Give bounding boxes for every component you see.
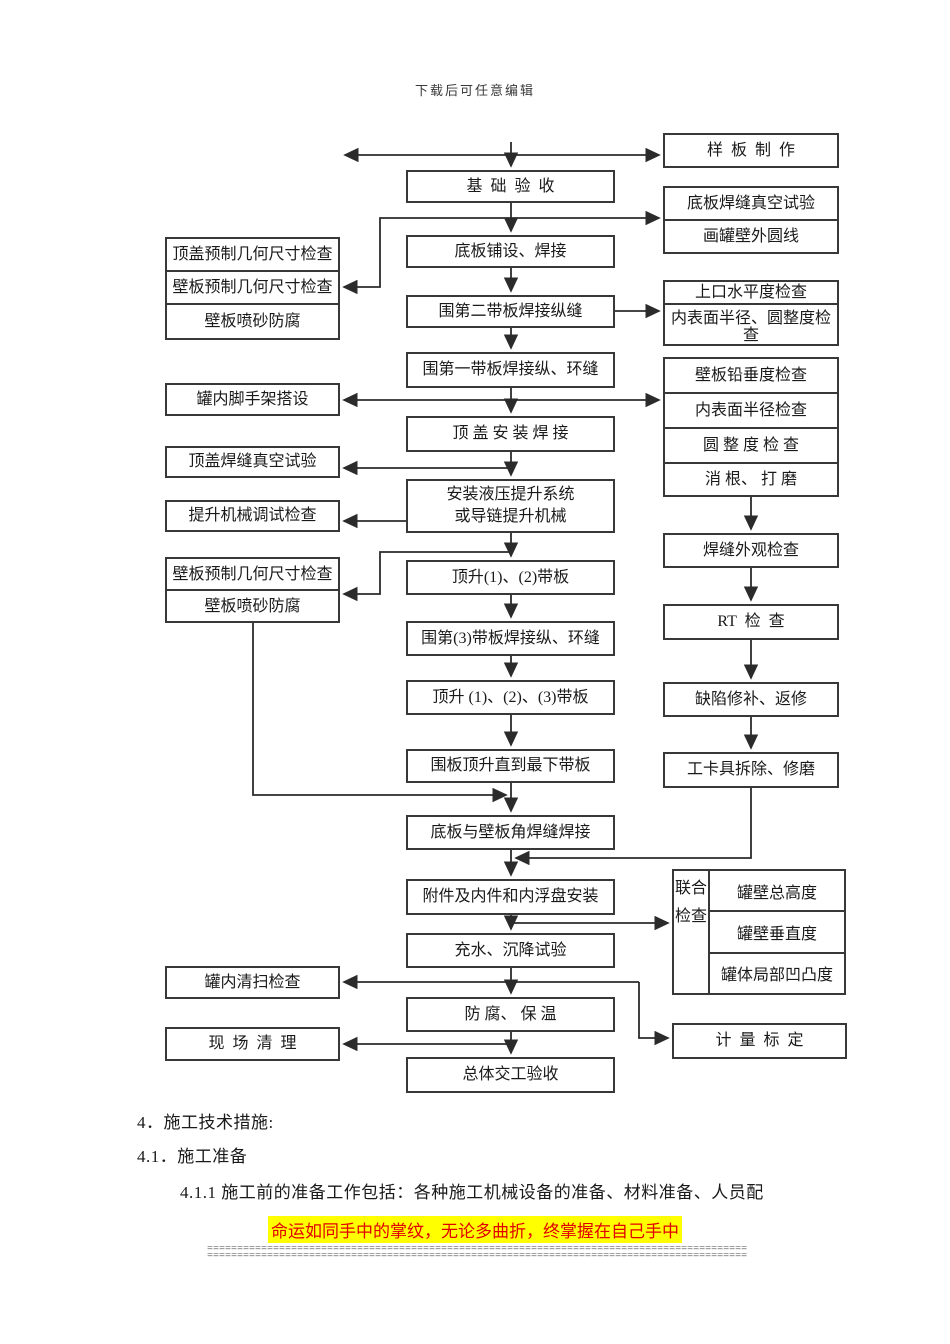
flow-node-anticorrosion-insulation: 防 腐、 保 温 <box>406 997 615 1032</box>
flow-node-weld-visual-check: 焊缝外观检查 <box>663 533 839 568</box>
footer-divider-bottom: ========================================… <box>207 1253 747 1260</box>
flow-node-foundation-acceptance: 基 础 验 收 <box>406 170 615 203</box>
flow-node-sample-plate: 样 板 制 作 <box>663 133 839 168</box>
flow-group-wall-checks: 壁板铅垂度检查 内表面半径检查 圆 整 度 检 查 消 根、 打 磨 <box>663 357 839 497</box>
flow-node-jack-to-lowest: 围板顶升直到最下带板 <box>406 749 615 783</box>
flow-node-defect-repair: 缺陷修补、返修 <box>663 682 839 717</box>
lift-system-line2: 或导链提升机械 <box>454 508 567 525</box>
flow-node-plumb-check: 壁板铅垂度检查 <box>665 359 837 394</box>
flow-group-joint-check: 联合检查 罐壁总高度 罐壁垂直度 罐体局部凹凸度 <box>672 869 846 995</box>
flow-node-bottom-plate-weld: 底板铺设、焊接 <box>406 235 615 268</box>
flow-node-jig-removal: 工卡具拆除、修磨 <box>663 752 839 788</box>
flow-node-inner-radius-roundness-check: 内表面半径、圆整度检查 <box>670 310 831 344</box>
flow-node-wall-sandblast: 壁板喷砂防腐 <box>204 313 301 330</box>
flow-node-root-gouge-grind: 消 根、 打 磨 <box>704 471 797 488</box>
flow-node-roof-vacuum-test: 顶盖焊缝真空试验 <box>165 446 340 478</box>
flow-node-draw-outer-circle: 画罐壁外圆线 <box>702 228 799 245</box>
flow-node-ring3-seams: 围第(3)带板焊接纵、环缝 <box>406 621 615 656</box>
flow-node-top-level-check: 上口水平度检查 <box>665 282 837 305</box>
flow-node-lift-system: 安装液压提升系统 或导链提升机械 <box>406 479 615 533</box>
flow-group-prefab-checks: 顶盖预制几何尺寸检查 壁板预制几何尺寸检查 壁板喷砂防腐 <box>165 237 340 340</box>
flow-node-final-acceptance: 总体交工验收 <box>406 1057 615 1093</box>
flow-group-wall-prefab2: 壁板预制几何尺寸检查 壁板喷砂防腐 <box>165 557 340 623</box>
flow-node-calibration: 计 量 标 定 <box>672 1023 847 1059</box>
flow-group-bottom-checks: 底板焊缝真空试验 画罐壁外圆线 <box>663 186 839 254</box>
flow-node-rt-check: RT 检 查 <box>663 604 839 640</box>
joint-check-label: 联合检查 <box>674 871 710 993</box>
flow-node-wall-prefab-check: 壁板预制几何尺寸检查 <box>167 272 338 305</box>
flow-node-inner-radius-check: 内表面半径检查 <box>665 394 837 429</box>
flow-node-wall-sandblast-2: 壁板喷砂防腐 <box>204 597 301 615</box>
flow-node-attachments-install: 附件及内件和内浮盘安装 <box>406 879 615 915</box>
flow-node-bottom-wall-fillet: 底板与壁板角焊缝焊接 <box>406 815 615 850</box>
flow-node-water-fill-test: 充水、沉降试验 <box>406 933 615 968</box>
flow-node-wall-prefab-check-2: 壁板预制几何尺寸检查 <box>167 559 338 591</box>
flow-node-ring2-vertical-seam: 围第二带板焊接纵缝 <box>406 295 615 328</box>
footer-divider-top: ========================================… <box>207 1246 747 1253</box>
lift-system-line1: 安装液压提升系统 <box>446 486 575 503</box>
flow-node-roundness-check: 圆 整 度 检 查 <box>665 429 837 464</box>
flow-node-tank-clean-check: 罐内清扫检查 <box>165 966 340 999</box>
flow-group-top-edge-checks: 上口水平度检查 内表面半径、圆整度检查 <box>663 280 839 346</box>
flow-node-jack-up-1-2: 顶升(1)、(2)带板 <box>406 560 615 595</box>
highlighted-motto: 命运如同手中的掌纹，无论多曲折，终掌握在自己手中 <box>268 1216 682 1243</box>
flow-node-local-bulge: 罐体局部凹凸度 <box>720 967 833 985</box>
flow-node-scaffold: 罐内脚手架搭设 <box>165 383 340 416</box>
section-heading-4: 4．施工技术措施: <box>137 1113 274 1132</box>
flow-node-wall-verticality: 罐壁垂直度 <box>710 912 844 954</box>
flow-node-roof-install-weld: 顶 盖 安 装 焊 接 <box>406 416 615 452</box>
flow-node-jack-up-1-2-3: 顶升 (1)、(2)、(3)带板 <box>406 680 615 715</box>
paragraph-4-1-1: 4.1.1 施工前的准备工作包括：各种施工机械设备的准备、材料准备、人员配 <box>180 1183 764 1202</box>
flow-node-lift-machine-check: 提升机械调试检查 <box>165 500 340 532</box>
flow-node-wall-total-height: 罐壁总高度 <box>710 871 844 913</box>
flow-node-ring1-seams: 围第一带板焊接纵、环缝 <box>406 352 615 388</box>
flow-node-roof-prefab-check: 顶盖预制几何尺寸检查 <box>167 239 338 272</box>
flow-node-site-cleanup: 现 场 清 理 <box>165 1027 340 1061</box>
page-header-note: 下载后可任意编辑 <box>414 83 535 98</box>
flow-node-bottom-vacuum-test: 底板焊缝真空试验 <box>665 188 837 221</box>
section-heading-4-1: 4.1．施工准备 <box>137 1147 248 1166</box>
